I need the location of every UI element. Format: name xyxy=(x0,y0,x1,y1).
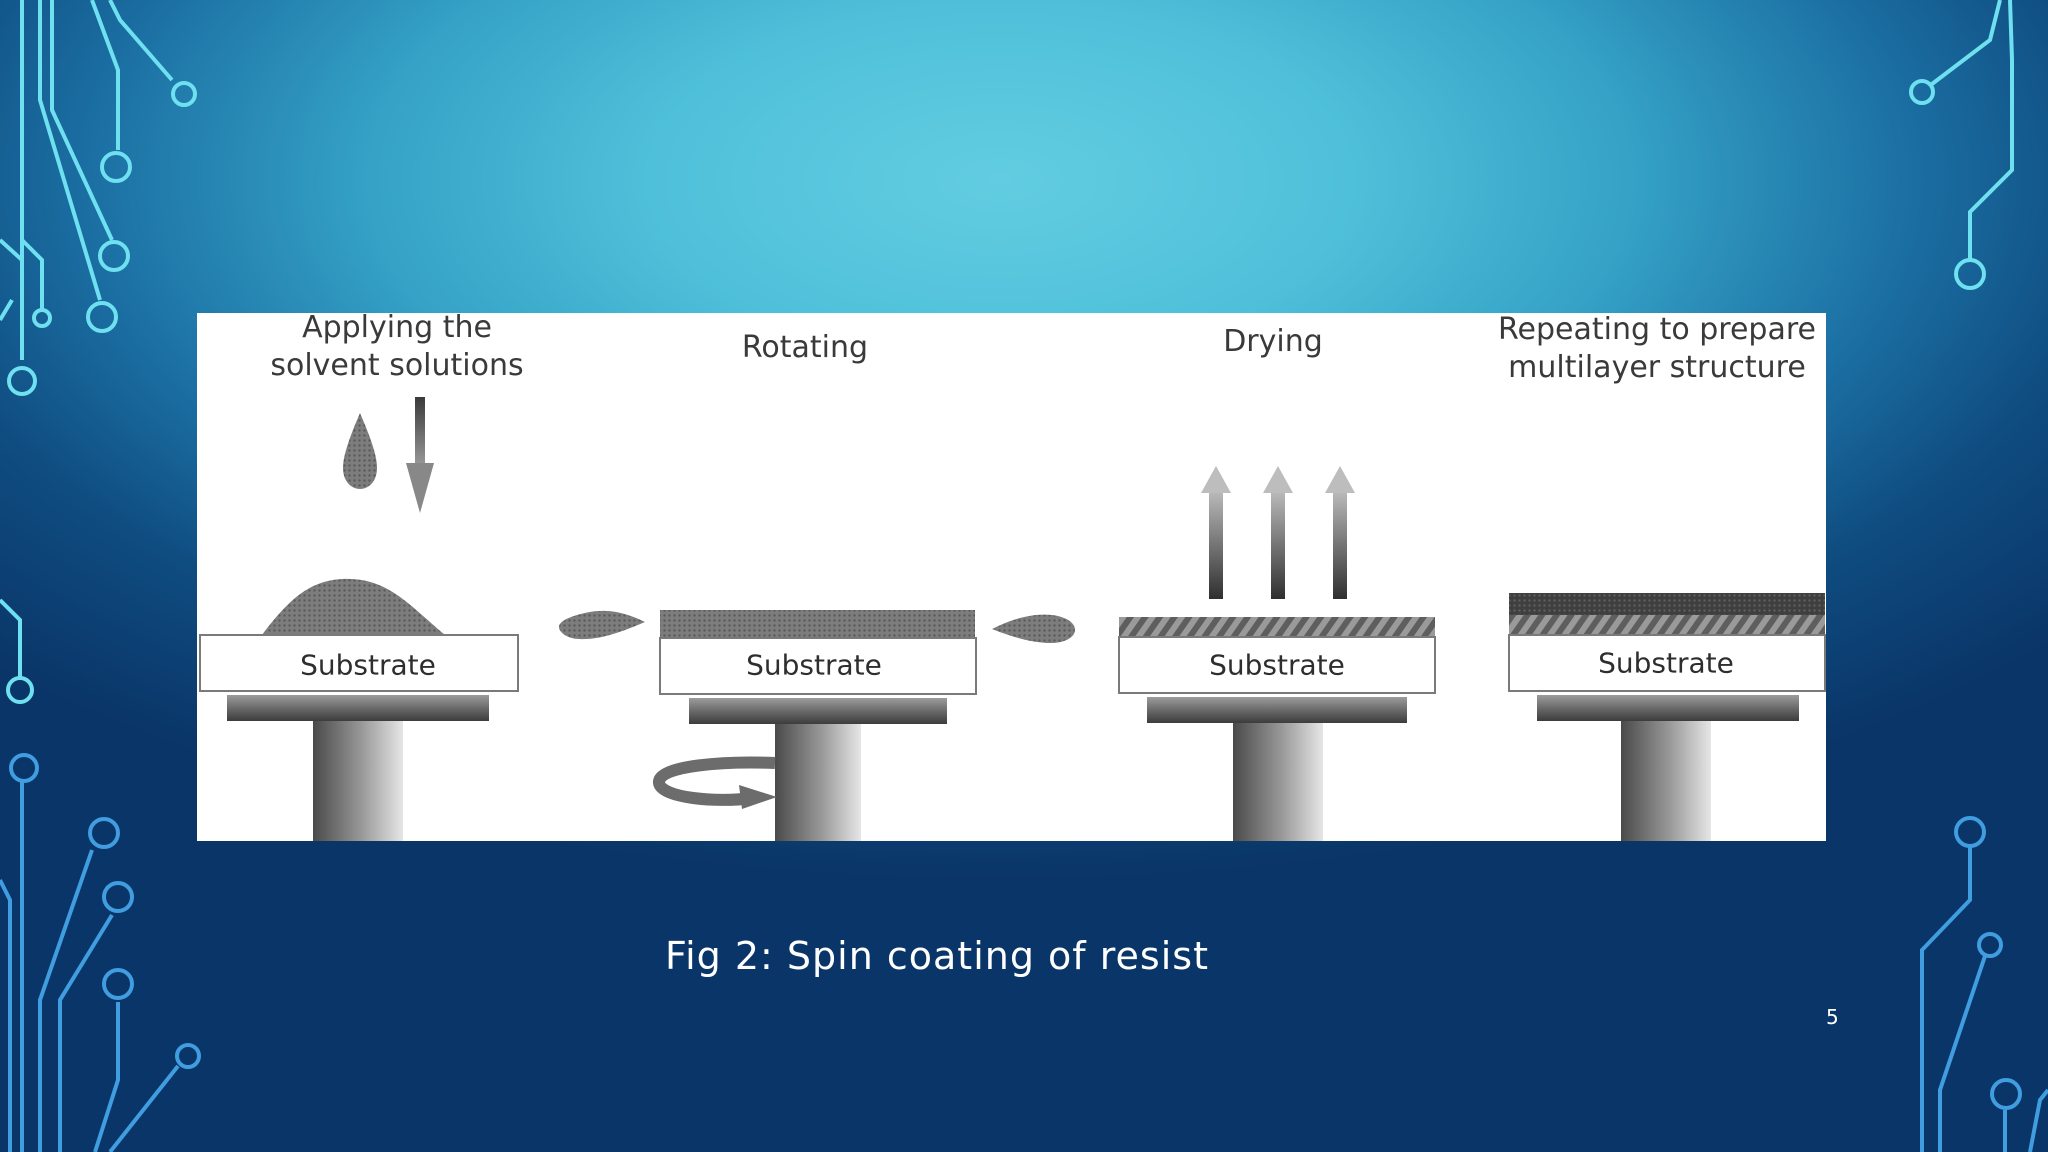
step-title-line: Applying the xyxy=(302,313,492,345)
step-rotating-graphic xyxy=(559,610,1075,841)
spin-coating-diagram xyxy=(199,397,1826,841)
step-drying-graphic xyxy=(1118,466,1436,841)
step-title-drying: Drying xyxy=(1223,323,1323,361)
substrate-label: Substrate xyxy=(746,648,882,682)
step-applying-graphic xyxy=(199,397,519,841)
step-title-repeating: Repeating to prepare multilayer structur… xyxy=(1498,313,1816,387)
spin-coating-figure: Applying the solvent solutions Rotating … xyxy=(197,313,1826,841)
dried-film xyxy=(1119,617,1435,637)
figure-caption: Fig 2: Spin coating of resist xyxy=(665,934,1209,978)
substrate-label: Substrate xyxy=(1598,646,1734,680)
spinoff-droplet-left-icon xyxy=(559,610,645,640)
solution-droplet-icon xyxy=(343,413,377,489)
step-title-line: Repeating to prepare xyxy=(1498,313,1816,347)
substrate-label: Substrate xyxy=(300,648,436,682)
step-title-line: Rotating xyxy=(741,330,869,365)
top-layer xyxy=(1509,593,1825,615)
substrate-label: Substrate xyxy=(1209,648,1345,682)
step-repeating-graphic xyxy=(1508,593,1826,841)
step-title-line: multilayer structure xyxy=(1508,350,1806,385)
page-number: 5 xyxy=(1826,1005,1839,1029)
step-title-applying: Applying the solvent solutions xyxy=(270,313,523,385)
step-title-line: solvent solutions xyxy=(270,348,524,383)
evaporation-arrows-icon xyxy=(1201,466,1355,599)
dispense-arrow-icon xyxy=(415,397,425,467)
rotation-arrow-icon xyxy=(653,756,776,806)
spinoff-droplet-right-icon xyxy=(992,614,1075,643)
lower-layer xyxy=(1509,615,1825,635)
solution-puddle xyxy=(262,578,445,635)
step-title-line: Drying xyxy=(1223,324,1323,359)
resist-film xyxy=(660,610,975,638)
step-title-rotating: Rotating xyxy=(742,329,868,367)
